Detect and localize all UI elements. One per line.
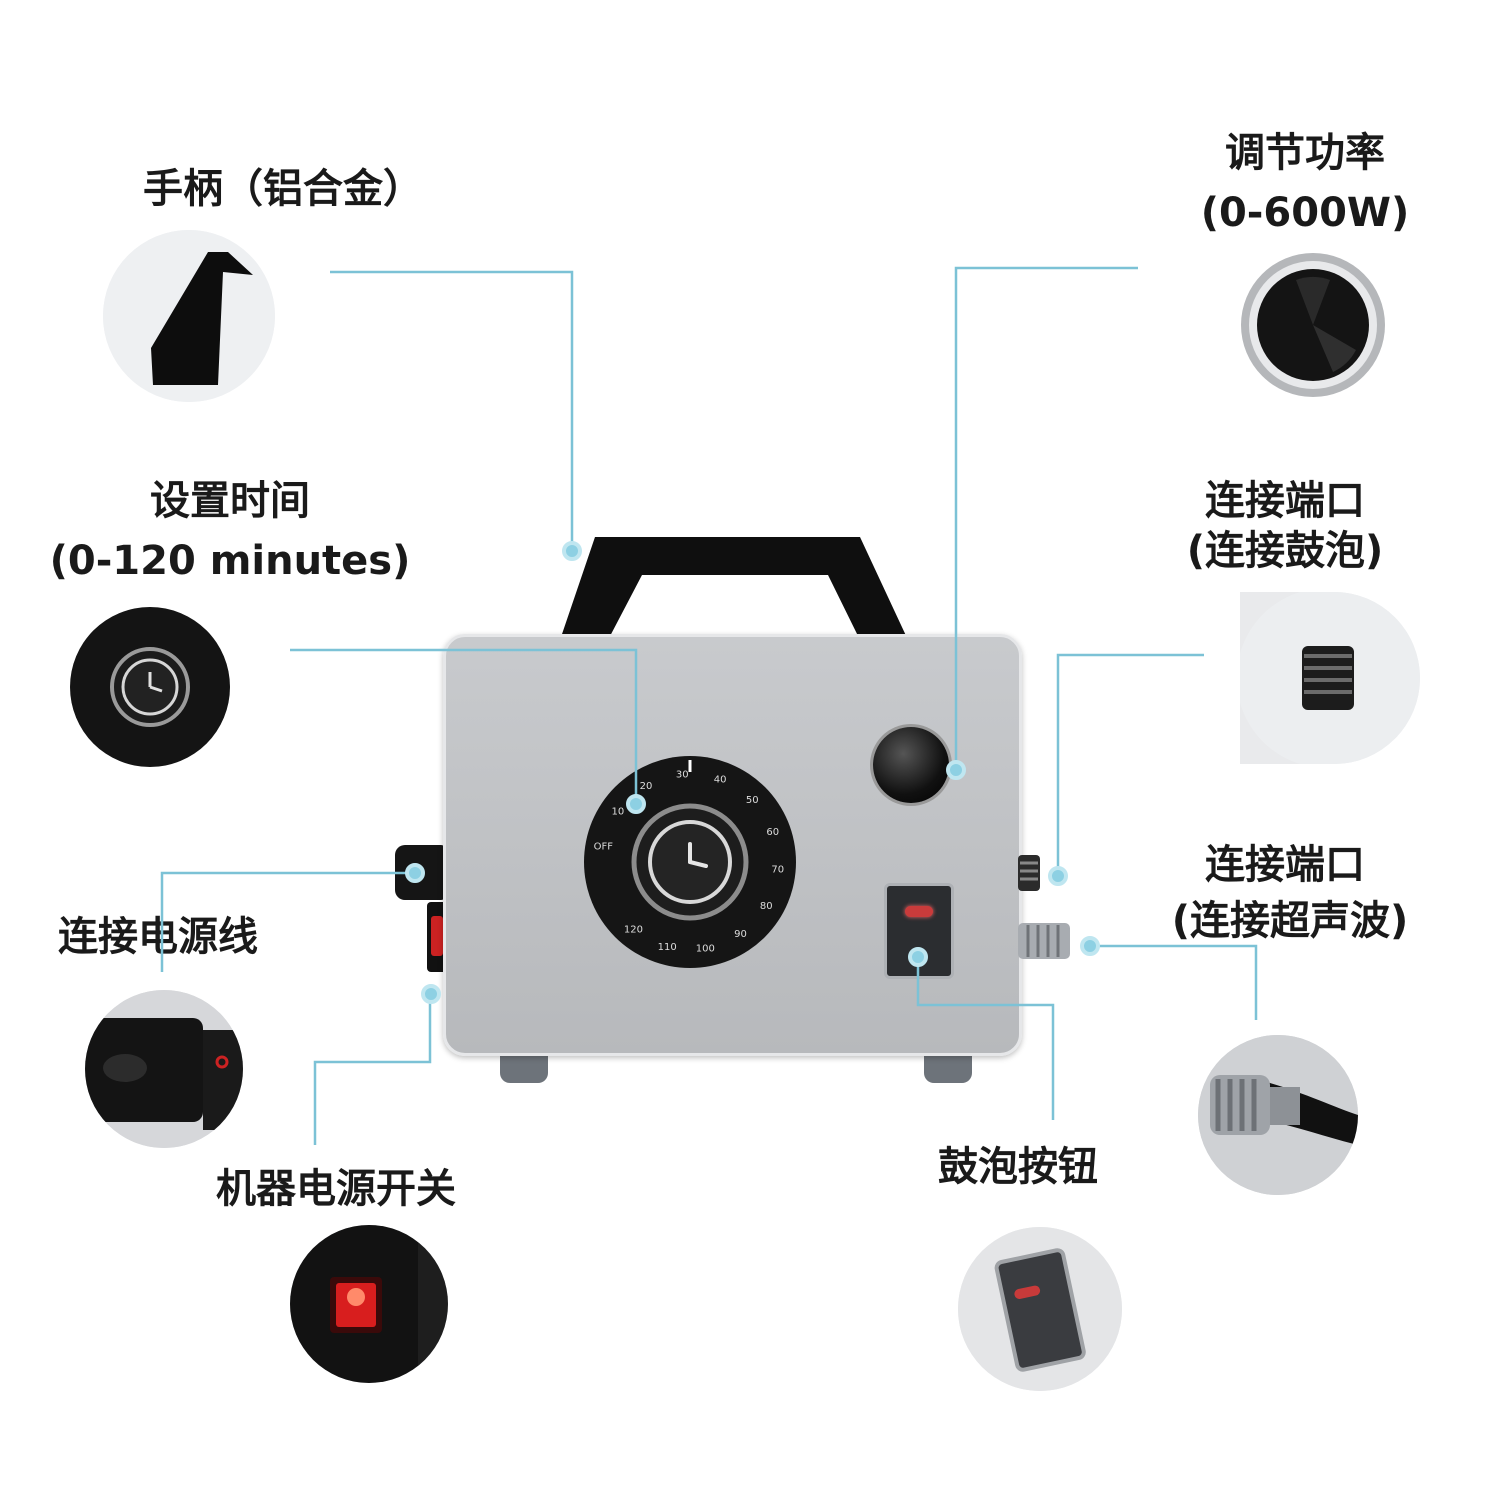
dial-mark: 70 [771, 865, 784, 876]
timer-range-label: (0-120 minutes) [49, 538, 411, 584]
dial-mark: 90 [734, 929, 747, 940]
bubble-port-dot [1048, 866, 1068, 886]
timer-dial-detail-image [68, 605, 232, 769]
dial-mark: 60 [766, 827, 779, 838]
handle-detail-image [103, 230, 275, 402]
dial-mark: 20 [640, 781, 653, 792]
dial-mark: 10 [612, 807, 625, 818]
bubble-port-leader-line [1056, 653, 1204, 874]
ultrasonic-port-leader-line [1090, 944, 1258, 1020]
timer-label: 设置时间 [150, 478, 310, 524]
device-handle [560, 535, 910, 649]
power-knob-detail-image [1238, 250, 1388, 400]
dial-mark: 40 [714, 774, 727, 785]
power-cord-leader-line [160, 871, 415, 972]
device-ports [1018, 855, 1070, 959]
ultrasonic-port-detail-image [1198, 1035, 1358, 1195]
bubble-port-sub-label: (连接鼓泡) [1186, 528, 1384, 574]
power-adjust-knob[interactable] [873, 727, 949, 803]
main-switch-detail-image [290, 1225, 448, 1383]
dial-mark: OFF [594, 842, 614, 853]
bubble-port-detail-image [1240, 592, 1420, 764]
handle-label: 手柄（铝合金） [143, 166, 423, 212]
handle-leader-line [330, 270, 574, 550]
ultrasonic-port-sub-label: (连接超声波) [1171, 898, 1409, 944]
main-power-switch[interactable] [427, 902, 447, 972]
dial-mark: 50 [746, 795, 759, 806]
power-cord-detail-image [85, 990, 243, 1148]
ultrasonic-port-dot [1080, 936, 1100, 956]
dial-mark: 120 [624, 924, 643, 935]
bubble-button-dot [908, 947, 928, 967]
timer-leader-line [290, 648, 638, 804]
bubble-button-label: 鼓泡按钮 [938, 1144, 1098, 1190]
handle-dot [562, 541, 582, 561]
power-cord-dot [405, 863, 425, 883]
bubble-button-detail-image [958, 1227, 1122, 1391]
bubble-port-label: 连接端口 [1205, 478, 1365, 524]
main-switch-label: 机器电源开关 [216, 1166, 456, 1212]
dial-mark: 30 [676, 769, 689, 780]
dial-mark: 110 [658, 942, 677, 953]
main-switch-leader-line [313, 995, 432, 1145]
power-label: 调节功率 [1225, 130, 1385, 176]
timer-dot [626, 794, 646, 814]
main-switch-dot [421, 984, 441, 1004]
power-cord-label: 连接电源线 [58, 914, 258, 960]
power-range-label: (0-600W) [1200, 190, 1410, 236]
power-dot [946, 760, 966, 780]
dial-mark: 80 [760, 901, 773, 912]
bubble-button-leader-line [916, 957, 1055, 1120]
ultrasonic-port-label: 连接端口 [1205, 842, 1365, 888]
dial-mark: 100 [696, 944, 715, 955]
bubble-button-led [905, 906, 933, 917]
power-leader-line [954, 266, 1138, 770]
